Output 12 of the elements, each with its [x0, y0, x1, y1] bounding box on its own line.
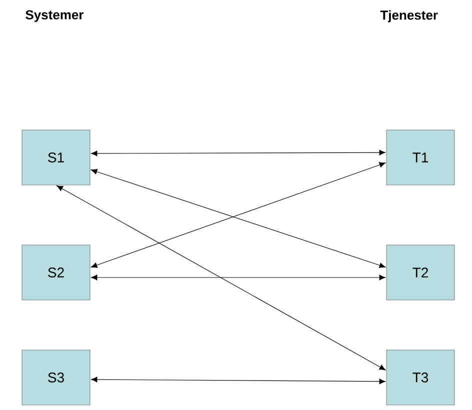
arrow — [91, 274, 386, 280]
arrow — [91, 150, 386, 156]
system-box: S1 — [22, 130, 90, 186]
system-box: T3 — [386, 350, 455, 406]
system-box: S3 — [22, 350, 90, 406]
system-box: S2 — [22, 244, 90, 300]
system-box: T1 — [386, 130, 455, 186]
column-heading: Systemer — [26, 10, 84, 22]
arrow — [91, 376, 386, 384]
arrow — [56, 185, 386, 370]
column-heading: Tjenester — [380, 10, 438, 22]
system-box: T2 — [386, 244, 455, 300]
